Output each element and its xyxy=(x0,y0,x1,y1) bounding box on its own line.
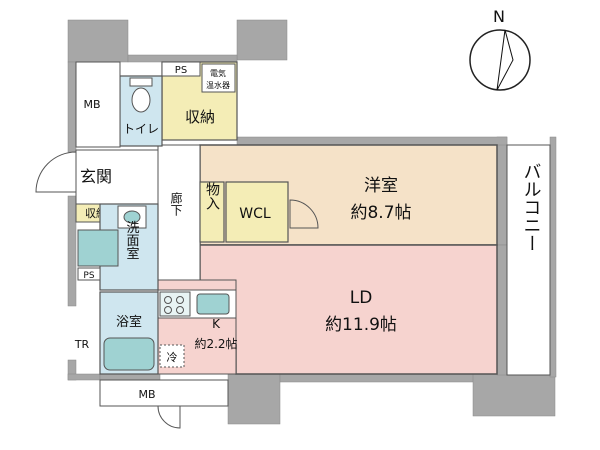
burner-icon xyxy=(176,306,184,314)
burner-icon xyxy=(164,306,172,314)
wcl-label: WCL xyxy=(239,206,271,222)
bathtub-icon xyxy=(103,337,155,371)
washroom-label: 洗面室 xyxy=(124,221,140,260)
water-heater-icon xyxy=(201,63,236,93)
wall-top-right-column xyxy=(236,19,288,61)
mb-top-box xyxy=(75,61,121,148)
basin-bowl-icon xyxy=(123,210,141,224)
burner-icon xyxy=(164,296,172,304)
closets: 物入 WCL xyxy=(199,181,289,243)
kitchen: K 約2.2帖 冷 xyxy=(157,279,238,375)
balcony-label: バルコニー xyxy=(521,162,542,252)
tr-area: TR xyxy=(74,338,90,351)
toilet-tank-icon xyxy=(129,77,153,87)
compass-north-label: N xyxy=(493,7,505,26)
mb-bottom-label: MB xyxy=(138,388,155,401)
wcl-floor xyxy=(225,181,289,243)
entrance: 玄関 収納 xyxy=(35,149,159,223)
wall-left-lower xyxy=(67,195,77,307)
ps-mid: PS xyxy=(77,267,101,281)
wall-top-strip xyxy=(127,54,238,63)
balcony: バルコニー xyxy=(506,144,551,376)
western-room-door-swing xyxy=(289,199,319,229)
toilet-label: トイレ xyxy=(123,122,159,136)
fridge-icon xyxy=(159,344,185,368)
ps-top-label: PS xyxy=(175,65,187,76)
mb-top: MB xyxy=(75,61,121,148)
entrance-label: 玄関 xyxy=(80,167,112,186)
ld-room: LD 約11.9帖 xyxy=(199,244,498,375)
wall-bottom-right-column xyxy=(227,373,281,425)
ps-mid-box xyxy=(77,267,101,281)
wall-top-left-column xyxy=(67,19,129,63)
wall-right-lower xyxy=(496,244,508,376)
stove-icon xyxy=(159,291,191,317)
entrance-floor xyxy=(75,149,159,205)
bathroom-label: 浴室 xyxy=(116,314,142,330)
closet-floor xyxy=(199,181,225,243)
compass-circle xyxy=(469,29,531,91)
western-room-size: 約8.7帖 xyxy=(350,203,411,223)
ps-mid-label: PS xyxy=(83,271,94,281)
ld-size: 約11.9帖 xyxy=(325,315,397,335)
ld-floor xyxy=(199,244,498,375)
kitchen-size: 約2.2帖 xyxy=(194,336,237,351)
corridor: 廊下 xyxy=(157,144,201,281)
toilet: トイレ xyxy=(119,75,163,147)
wall-bottom-mid xyxy=(99,373,161,381)
tr-label: TR xyxy=(74,338,90,351)
mb-top-label: MB xyxy=(83,98,100,111)
wall-bottom-right-corner xyxy=(472,373,556,417)
corridor-label: 廊下 xyxy=(169,191,183,216)
mb-bottom-box xyxy=(99,379,229,407)
washing-machine-icon xyxy=(77,229,119,267)
wall-bottom-left xyxy=(67,373,101,381)
washroom: 洗面室 xyxy=(77,203,159,291)
wall-left-upper xyxy=(67,61,77,153)
closet-label: 物入 xyxy=(204,182,220,210)
mb-bottom-door-swing xyxy=(157,405,181,429)
toilet-bowl-icon xyxy=(131,87,151,113)
wall-bottom-far xyxy=(279,373,476,383)
storage-label: 収納 xyxy=(185,108,215,126)
compass-needle-outline xyxy=(496,29,514,91)
wall-balcony-right xyxy=(549,136,557,378)
wall-top-long xyxy=(236,136,508,146)
ld-name: LD xyxy=(350,288,373,308)
walls xyxy=(67,19,557,425)
balcony-area xyxy=(506,144,551,376)
water-heater-label-1: 電気 xyxy=(210,68,226,78)
wall-right-upper xyxy=(496,136,508,246)
ps-top: PS xyxy=(161,61,201,77)
ps-top-box xyxy=(161,61,201,77)
bathroom: 浴室 xyxy=(99,291,159,375)
entrance-door-swing xyxy=(35,151,77,193)
burner-icon xyxy=(176,296,184,304)
mb-bottom: MB xyxy=(99,379,229,429)
western-room-name: 洋室 xyxy=(364,176,398,196)
kitchen-sink-icon xyxy=(196,293,230,315)
water-heater-label-2: 温水器 xyxy=(206,80,230,90)
compass: N xyxy=(469,7,531,91)
kitchen-name: K xyxy=(212,317,221,331)
fridge-label: 冷 xyxy=(167,351,178,364)
